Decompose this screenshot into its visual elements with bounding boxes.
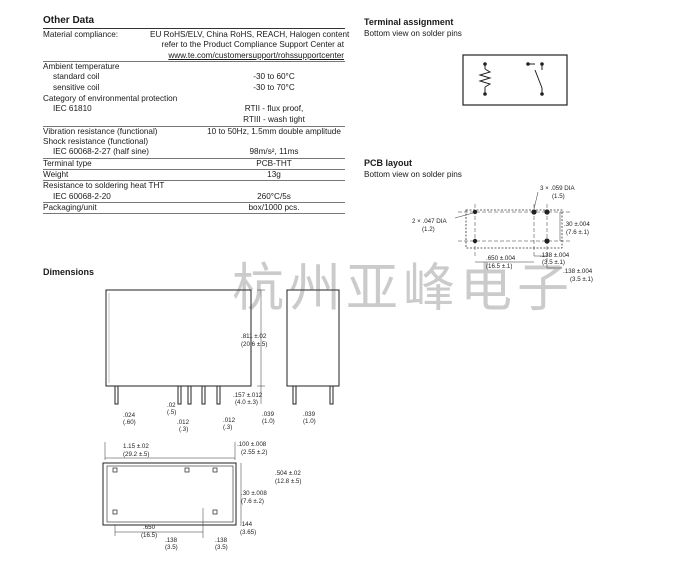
pcb-layout-drawing: 3 × .059 DIA (1.5) 2 × .047 DIA (1.2) .3… xyxy=(412,185,593,283)
compliance-url-link[interactable]: www.te.com/customersupport/rohssupportce… xyxy=(168,51,344,60)
bottom-dim-label: .138 xyxy=(165,537,178,544)
side-dim-label: (1.0) xyxy=(262,418,275,425)
side-dim-label: .039 xyxy=(303,411,316,418)
title-rule xyxy=(43,28,345,29)
bottom-dim-label: (12.8 ±.5) xyxy=(275,478,301,485)
bottom-dim-label: .100 ±.008 xyxy=(237,441,267,448)
other-data-title: Other Data xyxy=(43,15,95,26)
bottom-dim-label: (16.5) xyxy=(141,532,157,539)
coil-icon xyxy=(478,62,492,96)
side-dim-label: (1.0) xyxy=(303,418,316,425)
compliance-text-2: refer to the Product Compliance Support … xyxy=(161,40,345,49)
watermark-text: 杭州亚峰电子 xyxy=(232,259,575,319)
side-dim-label: (.3) xyxy=(223,424,232,431)
side-dim-label: (.3) xyxy=(179,426,188,433)
terminal-assignment-subtitle: Bottom view on solder pins xyxy=(364,29,462,38)
divider xyxy=(43,158,345,159)
pcb-dim-label: (1.2) xyxy=(422,226,435,233)
divider xyxy=(43,202,345,203)
bottom-dim-label: (3.5) xyxy=(215,544,228,551)
divider xyxy=(43,126,345,127)
pcb-dim-label: (7.6 ±.1) xyxy=(566,229,589,236)
bottom-dim-label: .138 xyxy=(215,537,228,544)
divider xyxy=(43,213,345,214)
pcb-dim-label: .30 ±.004 xyxy=(564,221,590,228)
bottom-dim-label: (2.55 ±.2) xyxy=(241,449,267,456)
bottom-dim-label: (3.5) xyxy=(165,544,178,551)
bottom-dim-label: .30 ±.008 xyxy=(241,490,267,497)
bottom-dim-label: (29.2 ±.5) xyxy=(123,451,149,458)
side-dim-label: .02 xyxy=(167,402,176,409)
side-dim-label: (20.6 ±.5) xyxy=(241,341,267,348)
pcb-dim-label: .650 ±.004 xyxy=(486,255,516,262)
terminal-assignment-title: Terminal assignment xyxy=(364,17,454,27)
pcb-dim-label: (3.5 ±.1) xyxy=(542,259,565,266)
divider xyxy=(43,61,345,62)
divider xyxy=(43,180,345,181)
side-dim-label: .811 ±.02 xyxy=(241,333,267,340)
bottom-dim-label: .504 ±.02 xyxy=(275,470,301,477)
bottom-dim-label: (7.6 ±.2) xyxy=(241,498,264,505)
dimensions-bottom-view: 1.15 ±.02 (29.2 ±.5) .100 ±.008 (2.55 ±.… xyxy=(102,441,301,551)
terminal-schematic xyxy=(462,54,568,106)
bottom-dim-label: (3.65) xyxy=(240,529,256,536)
side-dim-label: .012 xyxy=(223,417,236,424)
side-dim-label: (.5) xyxy=(167,409,176,416)
pcb-layout-subtitle: Bottom view on solder pins xyxy=(364,170,462,179)
pcb-dim-label: 3 × .059 DIA xyxy=(540,185,575,192)
pcb-dim-label: 2 × .047 DIA xyxy=(412,218,447,225)
pcb-dim-label: (3.5 ±.1) xyxy=(570,276,593,283)
side-dim-label: (4.0 ±.3) xyxy=(235,399,258,406)
bottom-dim-label: .144 xyxy=(240,521,253,528)
side-dim-label: .024 xyxy=(123,412,136,419)
side-dim-label: .157 ±.012 xyxy=(233,392,263,399)
bottom-dim-label: 1.15 ±.02 xyxy=(123,443,149,450)
dimensions-side-view: .811 ±.02 (20.6 ±.5) .024 (.60) .02 (.5)… xyxy=(105,289,340,433)
pcb-dim-label: (1.5) xyxy=(552,193,565,200)
contact-switch-icon xyxy=(526,62,544,96)
compliance-text-1: EU RoHS/ELV, China RoHS, REACH, Halogen … xyxy=(150,30,350,39)
side-dim-label: .012 xyxy=(177,419,190,426)
pcb-layout-title: PCB layout xyxy=(364,158,413,168)
pcb-dim-label: (16.5 ±.1) xyxy=(486,263,512,270)
side-dim-label: (.60) xyxy=(123,419,136,426)
pcb-dim-label: .138 ±.004 xyxy=(563,268,593,275)
side-dim-label: .039 xyxy=(262,411,275,418)
pcb-dim-label: .138 ±.004 xyxy=(540,252,570,259)
compliance-label: Material compliance: xyxy=(43,30,119,39)
divider xyxy=(43,169,345,170)
dimensions-title: Dimensions xyxy=(43,267,95,277)
bottom-dim-label: .650 xyxy=(143,524,156,531)
